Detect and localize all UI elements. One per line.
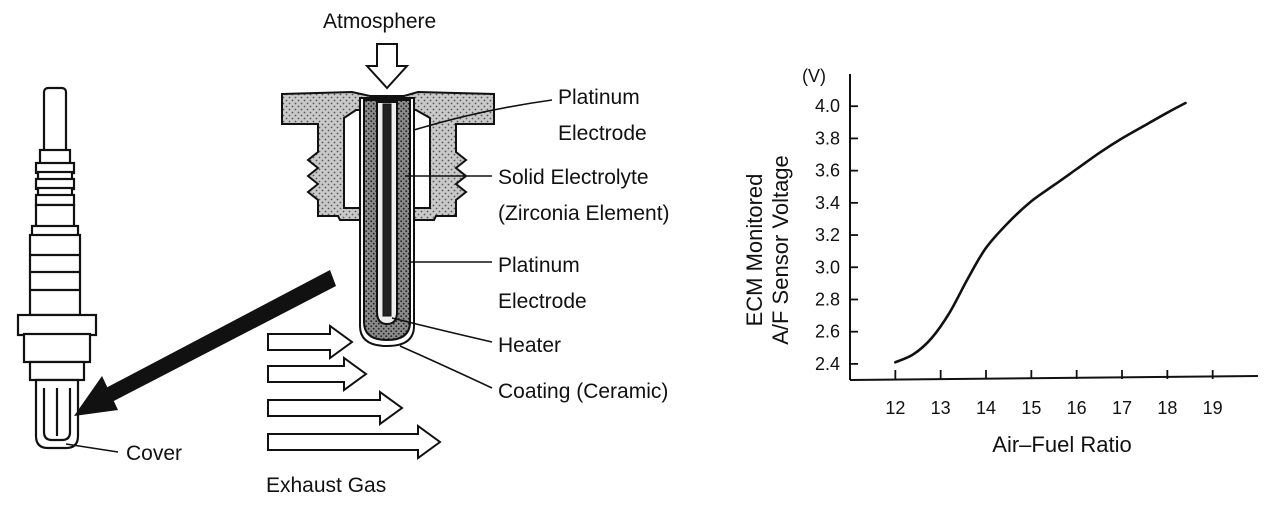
platinum-electrode-top-label-1: Platinum <box>558 86 640 109</box>
x-tick-label: 14 <box>976 398 996 418</box>
atmosphere-arrow <box>364 43 410 90</box>
y-tick-label: 3.8 <box>815 128 840 148</box>
y-unit-label: (V) <box>802 66 826 86</box>
x-tick-label: 18 <box>1157 398 1177 418</box>
voltage-chart: 2.4 2.6 2.8 3.0 3.2 3.4 3.6 3.8 4.0 12 13 14 15 16 17… <box>742 66 1259 457</box>
x-tick-label: 19 <box>1203 398 1223 418</box>
y-tick-label: 3.4 <box>815 193 840 213</box>
x-tick-label: 16 <box>1067 398 1087 418</box>
solid-electrolyte-label-1: Solid Electrolyte <box>498 166 649 189</box>
y-tick-label: 3.0 <box>815 257 840 277</box>
y-tick-label: 3.6 <box>815 161 840 181</box>
y-tick-label: 2.8 <box>815 289 840 309</box>
y-tick-label: 2.4 <box>815 354 840 374</box>
y-axis-title-line-2: A/F Sensor Voltage <box>768 155 793 345</box>
x-tick-label: 17 <box>1112 398 1132 418</box>
y-axis-title-line-1: ECM Monitored <box>742 174 767 327</box>
exhaust-gas-arrows <box>267 324 442 460</box>
pointer-arrow-to-cover <box>74 270 336 416</box>
solid-electrolyte-label-2: (Zirconia Element) <box>498 202 670 225</box>
x-axis-line <box>849 375 1259 381</box>
cross-section-leaders <box>391 99 553 389</box>
cover-leader-line <box>65 443 119 453</box>
coating-label: Coating (Ceramic) <box>498 380 668 403</box>
y-tick-label: 3.2 <box>815 225 840 245</box>
atmosphere-label: Atmosphere <box>323 10 436 33</box>
sensor-cross-section <box>281 90 495 348</box>
platinum-electrode-bottom-label-1: Platinum <box>498 254 580 277</box>
y-tick-label: 4.0 <box>815 96 840 116</box>
heater-label: Heater <box>498 334 561 357</box>
x-tick-label: 13 <box>931 398 951 418</box>
cover-label: Cover <box>126 442 182 465</box>
x-tick-label: 12 <box>885 398 905 418</box>
x-axis-title: Air–Fuel Ratio <box>992 432 1131 457</box>
y-tick-label: 2.6 <box>815 322 840 342</box>
voltage-curve <box>894 101 1187 364</box>
sensor-illustration <box>16 86 98 450</box>
platinum-electrode-top-label-2: Electrode <box>558 122 647 145</box>
x-tick-label: 15 <box>1021 398 1041 418</box>
exhaust-gas-label: Exhaust Gas <box>266 474 386 497</box>
platinum-electrode-bottom-label-2: Electrode <box>498 290 587 313</box>
